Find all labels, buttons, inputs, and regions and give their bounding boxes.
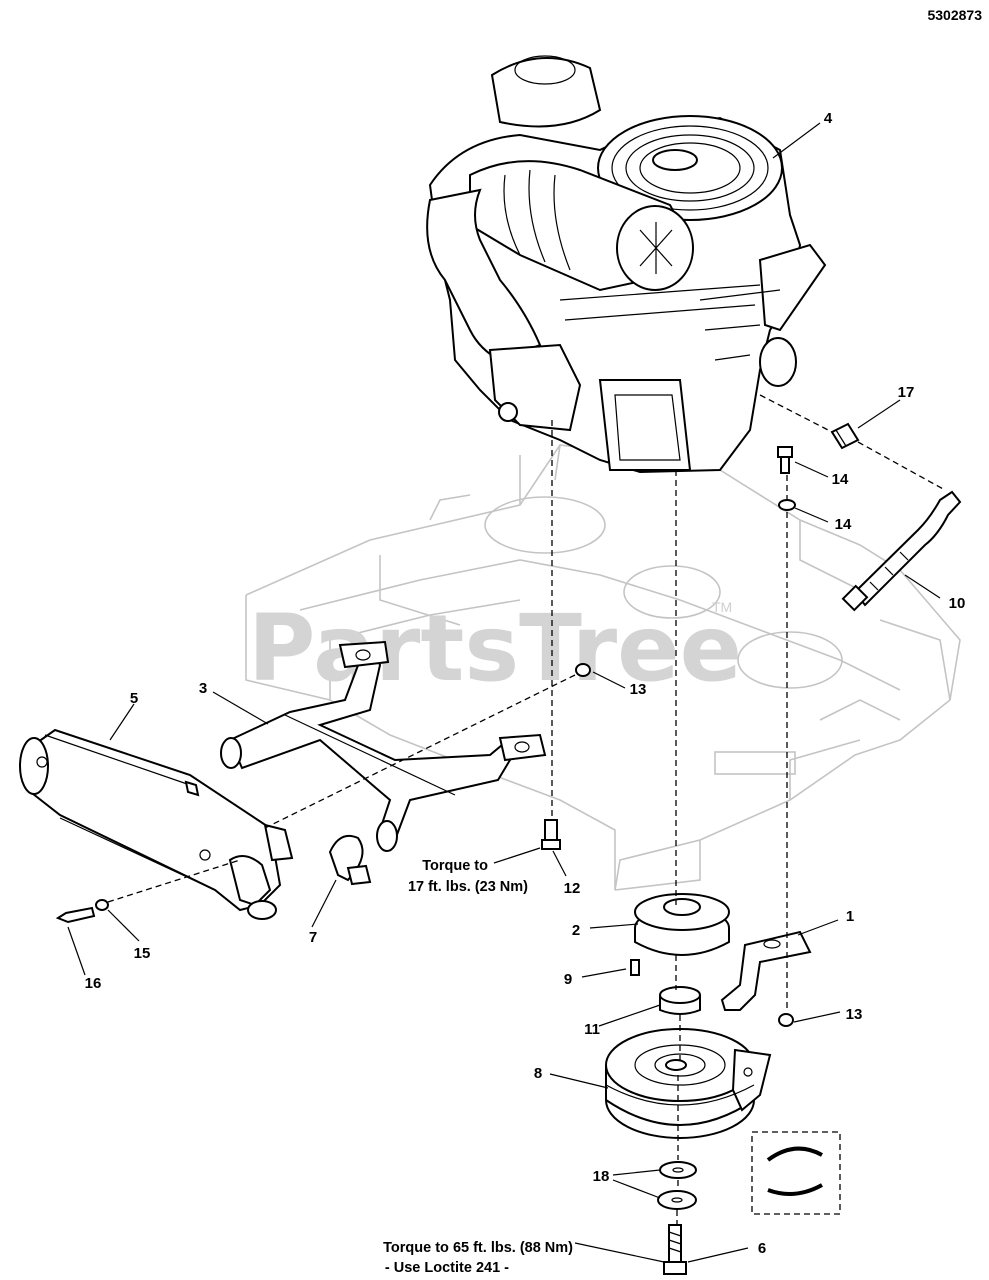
bracket-part-1 <box>720 930 812 1011</box>
clamp-part-7 <box>328 834 372 886</box>
torque-notes: Torque to 17 ft. lbs. (23 Nm) Torque to … <box>383 858 573 1276</box>
engine-part-4 <box>426 55 827 474</box>
watermark: PartsTree <box>248 595 742 702</box>
washer-part-18-upper <box>659 1161 697 1179</box>
deck-frame-ghost <box>245 444 961 891</box>
callout-11: 11 <box>584 1021 600 1038</box>
bolt-part-15 <box>777 446 793 474</box>
fuel-line-part-10 <box>841 490 962 612</box>
callout-16: 16 <box>85 975 102 992</box>
torque-note-6-line1: Torque to 65 ft. lbs. (88 Nm) <box>383 1240 573 1256</box>
washer-part-18-lower <box>657 1190 697 1210</box>
callout-12: 12 <box>564 880 581 897</box>
washer-part-14-left <box>95 899 109 911</box>
callout-13-upper: 13 <box>630 681 647 698</box>
callout-10: 10 <box>949 595 966 612</box>
leader-lines <box>67 122 941 1263</box>
pulley-part-2 <box>634 893 730 956</box>
callout-1: 1 <box>846 908 854 925</box>
callout-17: 17 <box>898 384 915 401</box>
callout-5: 5 <box>130 690 138 707</box>
torque-note-12-line2: 17 ft. lbs. (23 Nm) <box>408 879 528 895</box>
callout-7: 7 <box>309 929 317 946</box>
exhaust-manifold-part-3 <box>220 640 547 852</box>
document-id: 5302873 <box>927 7 982 23</box>
fitting-part-17 <box>830 422 860 450</box>
clutch-part-8 <box>605 1028 772 1139</box>
callout-18: 18 <box>593 1168 610 1185</box>
callout-14-right: 14 <box>835 516 852 533</box>
watermark-trademark: TM <box>712 599 732 615</box>
callout-9: 9 <box>564 971 572 988</box>
nut-part-13-lower <box>778 1013 794 1027</box>
spacer-part-11 <box>659 986 701 1015</box>
muffler-part-5 <box>19 728 294 920</box>
detail-box <box>751 1131 841 1215</box>
bolt-part-12 <box>541 819 561 850</box>
alignment-lines <box>107 394 946 1225</box>
callout-2: 2 <box>572 922 580 939</box>
callout-15: 14 <box>832 471 849 488</box>
nut-part-13-upper <box>575 663 591 677</box>
bolt-part-16 <box>55 906 96 924</box>
callout-6: 6 <box>758 1240 766 1257</box>
bolt-part-6 <box>663 1224 687 1275</box>
washer-part-14-right <box>778 499 796 511</box>
callout-labels: 4 17 14 14 10 13 3 5 12 7 15 16 2 1 9 11… <box>85 110 966 1257</box>
key-part-9 <box>630 959 640 976</box>
callout-14-left: 15 <box>134 945 151 962</box>
callout-13-lower: 13 <box>846 1006 863 1023</box>
callout-4: 4 <box>824 110 833 127</box>
callout-8: 8 <box>534 1065 542 1082</box>
callout-3: 3 <box>199 680 207 697</box>
torque-note-6-line2: - Use Loctite 241 - <box>385 1260 509 1276</box>
torque-note-12-line1: Torque to <box>422 858 488 874</box>
